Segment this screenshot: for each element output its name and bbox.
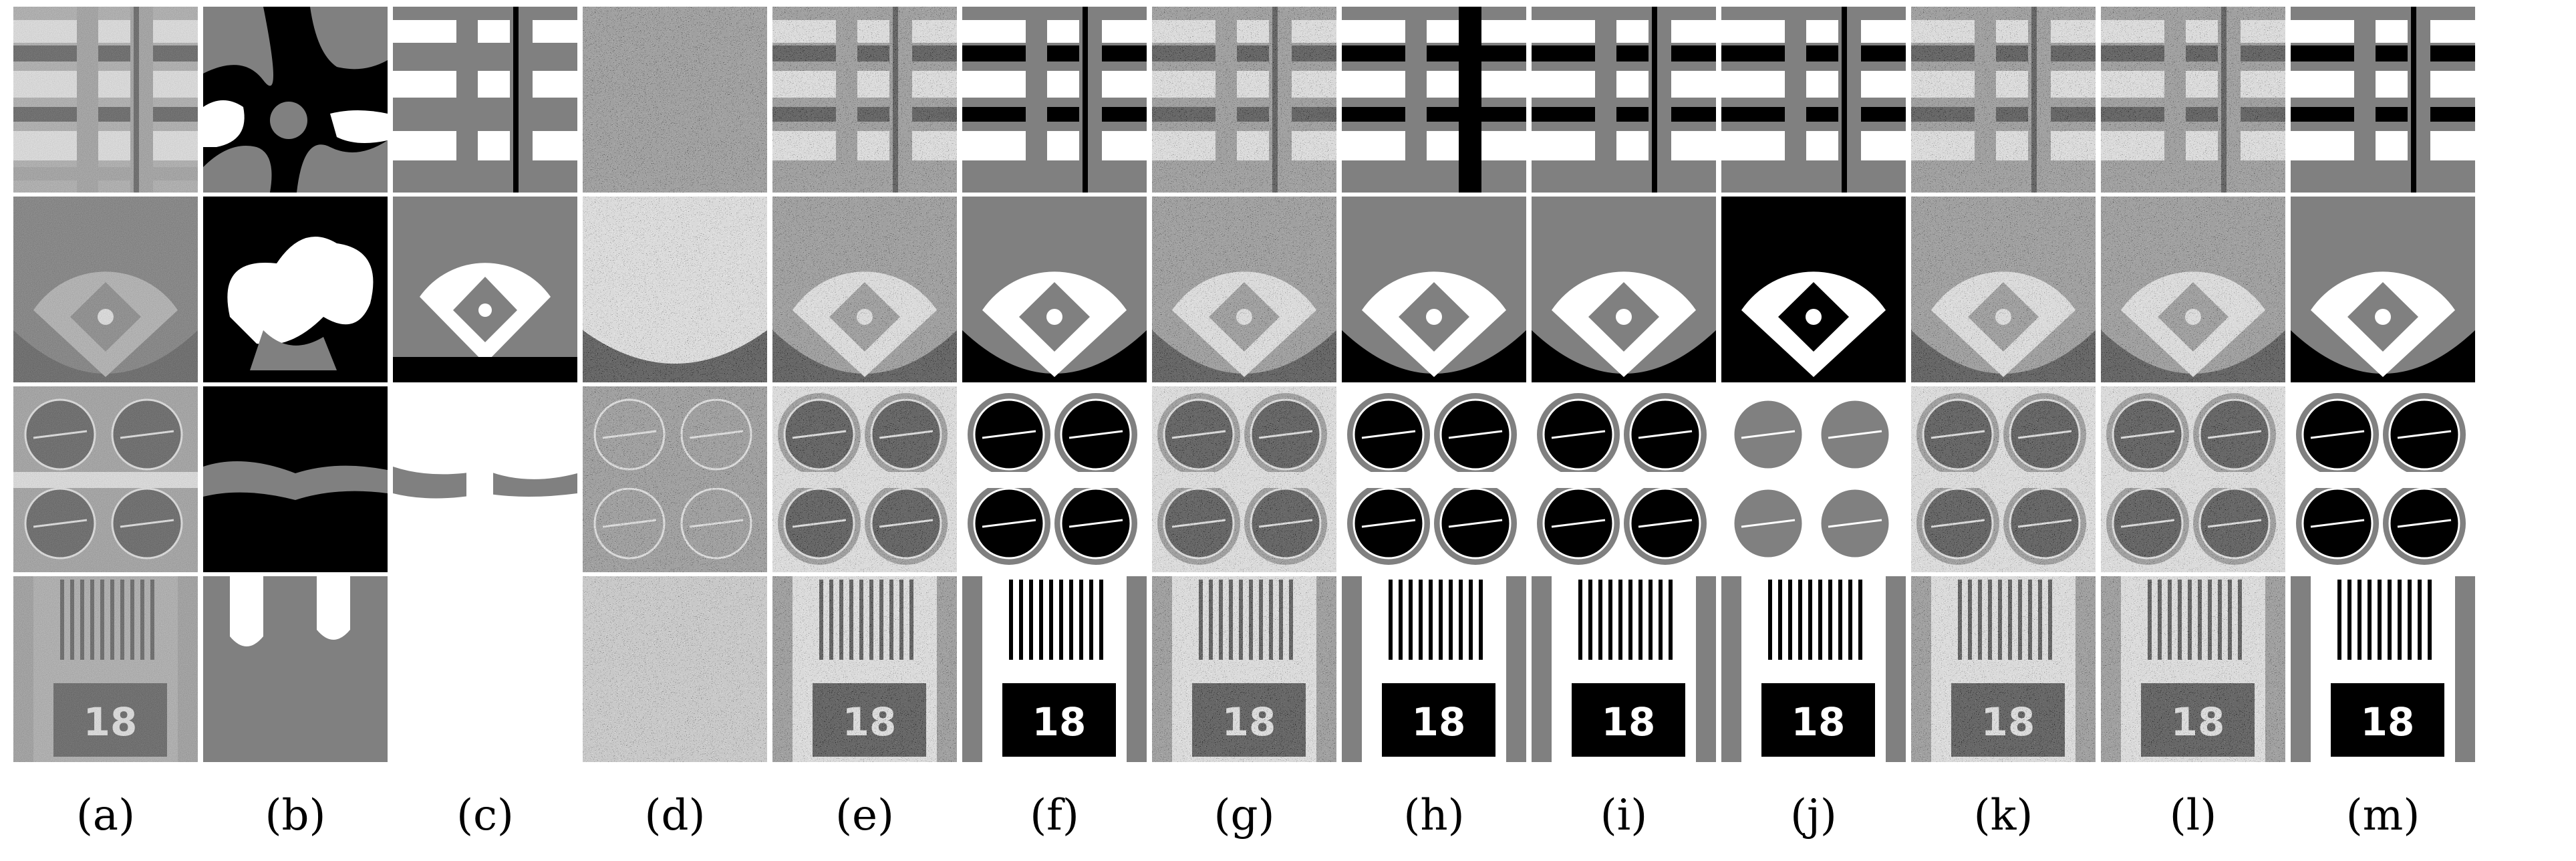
cell-storage-tanks-col-3: [393, 386, 577, 572]
cell-runway-col-3: [393, 576, 577, 762]
cell-runway-col-1: 18: [13, 576, 198, 762]
cell-runway-col-12: 18: [2101, 576, 2285, 762]
cell-runway-col-5: 18: [772, 576, 957, 762]
cell-baseball-diamond-col-12: [2101, 197, 2285, 382]
cell-storage-tanks-col-11: [1911, 386, 2096, 572]
cell-storage-tanks-col-6: [962, 386, 1147, 572]
column-label-13: (m): [2345, 791, 2420, 840]
cell-storage-tanks-col-5: [772, 386, 957, 572]
cell-storage-tanks-col-7: [1152, 386, 1336, 572]
column-label-9: (i): [1600, 791, 1648, 840]
column-label-2: (b): [265, 791, 326, 840]
cell-runway-col-6: 18: [962, 576, 1147, 762]
cell-storage-tanks-col-2: [203, 386, 388, 572]
cell-road-intersection-col-13: [2291, 7, 2475, 193]
cell-baseball-diamond-col-8: [1342, 197, 1526, 382]
column-label-1: (a): [76, 791, 136, 840]
cell-storage-tanks-col-1: [13, 386, 198, 572]
cell-baseball-diamond-col-2: [203, 197, 388, 382]
cell-storage-tanks-col-13: [2291, 386, 2475, 572]
cell-baseball-diamond-col-10: [1721, 197, 1906, 382]
cell-storage-tanks-col-9: [1532, 386, 1716, 572]
cell-runway-col-4: [583, 576, 767, 762]
cell-baseball-diamond-col-1: [13, 197, 198, 382]
cell-baseball-diamond-col-5: [772, 197, 957, 382]
cell-runway-col-9: 18: [1532, 576, 1716, 762]
cell-road-intersection-col-11: [1911, 7, 2096, 193]
cell-runway-col-13: 18: [2291, 576, 2475, 762]
runway-number: 18: [1032, 699, 1087, 745]
cell-road-intersection-col-1: [13, 7, 198, 193]
cell-road-intersection-col-9: [1532, 7, 1716, 193]
runway-number: 18: [1412, 699, 1466, 745]
cell-storage-tanks-col-4: [583, 386, 767, 572]
cell-road-intersection-col-4: [583, 7, 767, 193]
runway-number: 18: [1792, 699, 1846, 745]
cell-storage-tanks-col-8: [1342, 386, 1526, 572]
column-label-8: (h): [1403, 791, 1465, 840]
cell-road-intersection-col-12: [2101, 7, 2285, 193]
cell-road-intersection-col-5: [772, 7, 957, 193]
cell-baseball-diamond-col-6: [962, 197, 1147, 382]
cell-road-intersection-col-3: [393, 7, 577, 193]
cell-baseball-diamond-col-11: [1911, 197, 2096, 382]
cell-storage-tanks-col-10: [1721, 386, 1906, 572]
runway-number: 18: [1602, 699, 1656, 745]
cell-baseball-diamond-col-3: [393, 197, 577, 382]
cell-runway-col-11: 18: [1911, 576, 2096, 762]
segmentation-grid: 18181818181818181818: [13, 7, 2475, 762]
column-label-11: (k): [1973, 791, 2033, 840]
runway-number: 18: [2361, 699, 2415, 745]
column-label-4: (d): [644, 791, 706, 840]
column-label-5: (e): [835, 791, 894, 840]
cell-storage-tanks-col-12: [2101, 386, 2285, 572]
cell-runway-col-8: 18: [1342, 576, 1526, 762]
cell-road-intersection-col-10: [1721, 7, 1906, 193]
column-label-7: (g): [1213, 791, 1275, 840]
cell-baseball-diamond-col-9: [1532, 197, 1716, 382]
column-label-10: (j): [1790, 791, 1837, 840]
column-label-3: (c): [456, 791, 514, 840]
cell-road-intersection-col-2: [203, 7, 388, 193]
cell-baseball-diamond-col-13: [2291, 197, 2475, 382]
cell-road-intersection-col-6: [962, 7, 1147, 193]
cell-baseball-diamond-col-4: [583, 197, 767, 382]
column-label-6: (f): [1030, 791, 1079, 840]
column-labels: (a) (b) (c) (d) (e) (f) (g) (h) (i) (j) (k) (l) (m): [0, 782, 2576, 861]
cell-baseball-diamond-col-7: [1152, 197, 1336, 382]
cell-road-intersection-col-8: [1342, 7, 1526, 193]
cell-runway-col-10: 18: [1721, 576, 1906, 762]
cell-road-intersection-col-7: [1152, 7, 1336, 193]
cell-runway-col-2: [203, 576, 388, 762]
column-label-12: (l): [2169, 791, 2217, 840]
cell-runway-col-7: 18: [1152, 576, 1336, 762]
